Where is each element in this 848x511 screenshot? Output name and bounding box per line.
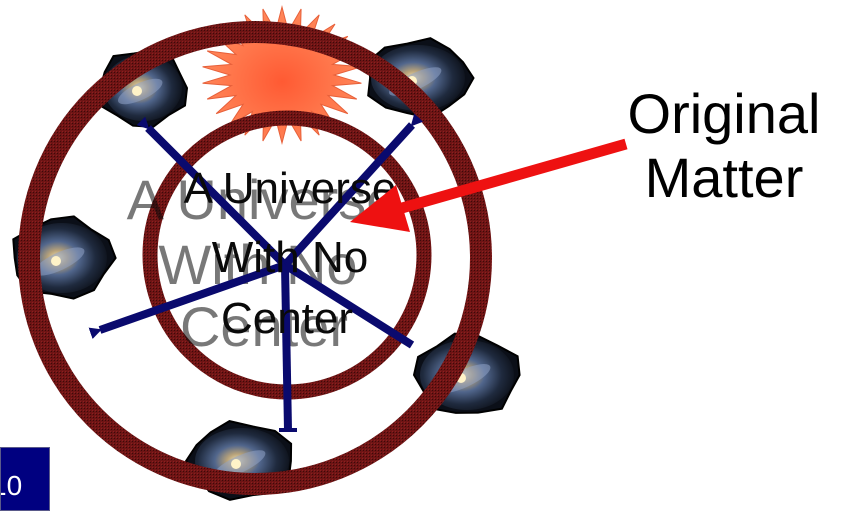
front-title-line-3: Center — [221, 294, 353, 343]
front-title-line-2: With No — [212, 233, 368, 282]
front-title-line-1: A Universe — [184, 164, 397, 213]
original-matter-pointer — [350, 138, 628, 232]
annotation-label: Original Matter — [600, 82, 848, 210]
expansion-arrow — [281, 264, 292, 431]
expansion-arrow — [88, 261, 287, 339]
expansion-arrow — [282, 261, 415, 349]
overlay-title-line-3: Center — [180, 295, 348, 358]
galaxy-image-icon — [367, 37, 475, 120]
front-title: A Universe With No Center — [184, 164, 397, 343]
expansion-arrows — [88, 113, 424, 432]
annotation-line-2: Matter — [644, 146, 804, 209]
annotation-line-1: Original — [627, 82, 821, 145]
expansion-arrow — [136, 116, 288, 268]
slide-number: 10 — [1, 470, 23, 501]
arrow-icon — [350, 185, 410, 232]
galaxy-group — [12, 37, 521, 501]
expansion-arrow — [282, 113, 424, 268]
slide-number-box: 10 — [0, 447, 50, 511]
outer-expansion-ring — [18, 21, 492, 495]
pointer-arrow-shaft — [400, 138, 628, 214]
